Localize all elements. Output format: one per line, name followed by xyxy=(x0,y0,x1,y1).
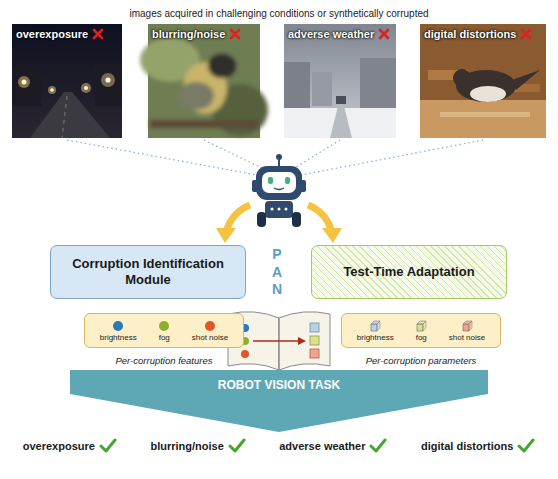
card-caption: Per-corruption parameters xyxy=(322,350,520,368)
blurred-bird-photo xyxy=(140,24,268,138)
parameter-cube xyxy=(461,320,473,332)
corruption-type: shot noise xyxy=(192,333,228,342)
result-item: blurring/noise xyxy=(150,438,245,453)
result-name: digital distortions xyxy=(421,440,513,452)
result-name: adverse weather xyxy=(279,440,365,452)
corruption-name: digital distortions xyxy=(424,28,516,40)
corruption-entry: shot noise xyxy=(192,320,228,342)
corruption-entry: brightness xyxy=(100,320,137,342)
task-title: ROBOT VISION TASK xyxy=(218,378,340,392)
corruption-entry: fog xyxy=(415,320,427,342)
corruption-type: brightness xyxy=(357,333,394,342)
distorted-bird-photo xyxy=(420,24,546,138)
result-name: overexposure xyxy=(23,440,95,452)
night-road-photo xyxy=(12,24,122,138)
title-row: images acquired in challenging condition… xyxy=(0,3,558,21)
feature-dot xyxy=(204,320,216,332)
corruption-card: brightnessfogshot noisePer-corruption fe… xyxy=(84,313,244,348)
image-tag: blurring/noise xyxy=(152,28,241,40)
card-caption-text: Per-corruption parameters xyxy=(366,355,477,366)
red-cross xyxy=(520,28,532,40)
module-box: Test-Time Adaptation xyxy=(311,245,507,299)
red-cross xyxy=(378,28,390,40)
result-item: digital distortions xyxy=(421,438,535,453)
image-tag: overexposure xyxy=(16,28,104,40)
card-caption: Per-corruption features xyxy=(65,350,263,368)
corruption-type: fog xyxy=(159,333,170,342)
image-tag: adverse weather xyxy=(288,28,390,40)
module-title: Corruption Identification Module xyxy=(61,256,235,289)
parameter-cube xyxy=(415,320,427,332)
corruption-entry: brightness xyxy=(357,320,394,342)
corruption-type: brightness xyxy=(100,333,137,342)
corruption-card: brightnessfogshot noisePer-corruption pa… xyxy=(341,313,501,348)
parameter-cube xyxy=(369,320,381,332)
green-check xyxy=(99,438,117,453)
green-check xyxy=(369,438,387,453)
snowy-street-photo xyxy=(284,24,396,138)
feature-dot xyxy=(158,320,170,332)
card-caption-text: Per-corruption features xyxy=(116,355,213,366)
figure-title: images acquired in challenging condition… xyxy=(129,8,428,19)
image-tag: digital distortions xyxy=(424,28,532,40)
corruption-name: adverse weather xyxy=(288,28,374,40)
red-cross xyxy=(229,28,241,40)
corruption-type: shot noise xyxy=(449,333,485,342)
method-acronym: PAN xyxy=(270,246,284,299)
corruption-entry: fog xyxy=(158,320,170,342)
result-item: overexposure xyxy=(23,438,117,453)
green-check xyxy=(228,438,246,453)
corruption-name: blurring/noise xyxy=(152,28,225,40)
module-box: Corruption Identification Module xyxy=(50,245,246,299)
corruption-name: overexposure xyxy=(16,28,88,40)
task-label: ROBOT VISION TASK xyxy=(70,375,488,393)
feature-dot xyxy=(112,320,124,332)
module-title: Test-Time Adaptation xyxy=(343,264,474,280)
result-row: overexposure blurring/noise adverse weathe… xyxy=(6,438,552,453)
curved-arrows xyxy=(216,205,342,243)
task-arrow: ROBOT VISION TASK xyxy=(70,370,488,432)
red-cross xyxy=(92,28,104,40)
result-name: blurring/noise xyxy=(150,440,223,452)
corruption-entry: shot noise xyxy=(449,320,485,342)
robot-icon xyxy=(252,154,306,227)
corruption-type: fog xyxy=(416,333,427,342)
result-item: adverse weather xyxy=(279,438,387,453)
green-check xyxy=(517,438,535,453)
